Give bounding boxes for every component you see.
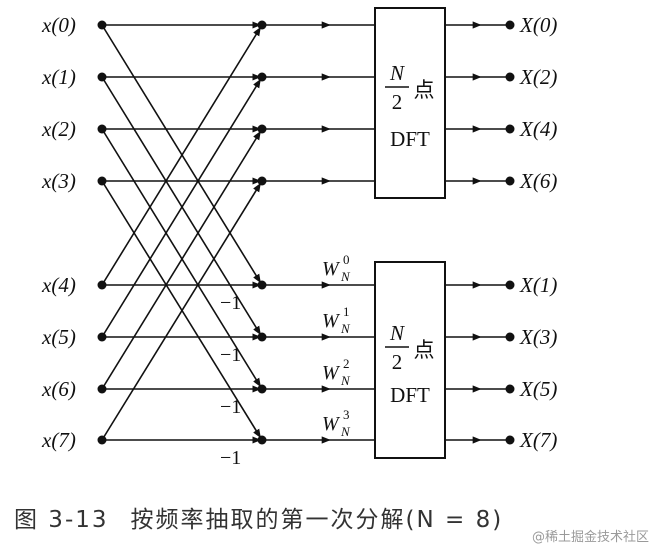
output-node-4 [505, 280, 515, 290]
output-node-0 [505, 20, 515, 30]
dft-block-bottom [374, 261, 446, 459]
output-node-3 [505, 176, 515, 186]
mid-node-0 [257, 20, 267, 30]
minus-one-label-1: −1 [220, 344, 241, 366]
output-label-4: X(1) [519, 273, 557, 297]
diagram-labels: x(0) x(1) x(2) x(3) x(4) x(5) x(6) x(7) X(0) X(2)… [41, 13, 557, 469]
input-label-7: x(7) [41, 428, 76, 452]
svg-text:1: 1 [343, 304, 350, 319]
mid-node-2 [257, 124, 267, 134]
mid-node-4 [257, 280, 267, 290]
dft-bottom-unit: 点 [414, 338, 435, 362]
dft-bottom-denominator: 2 [392, 350, 403, 374]
svg-text:W: W [322, 258, 341, 280]
dft-bottom-numerator: N [389, 321, 405, 345]
input-node-6 [97, 384, 107, 394]
mid-node-3 [257, 176, 267, 186]
mid-node-6 [257, 384, 267, 394]
figure-caption: 图 3-13 按频率抽取的第一次分解(N = 8) [14, 500, 503, 534]
input-label-1: x(1) [41, 65, 76, 89]
svg-text:3: 3 [343, 407, 350, 422]
input-node-4 [97, 280, 107, 290]
input-label-0: x(0) [41, 13, 76, 37]
watermark: @稀土掘金技术社区 [531, 530, 649, 545]
svg-text:N: N [340, 373, 351, 388]
output-label-6: X(5) [519, 377, 557, 401]
input-node-0 [97, 20, 107, 30]
dft-top-unit: 点 [414, 78, 435, 102]
cross-line-7-3 [101, 180, 263, 441]
dft-top-name: DFT [390, 127, 430, 151]
signal-nodes [97, 20, 515, 445]
input-label-4: x(4) [41, 273, 76, 297]
input-node-5 [97, 332, 107, 342]
mid-node-5 [257, 332, 267, 342]
input-node-3 [97, 176, 107, 186]
input-label-5: x(5) [41, 325, 76, 349]
output-label-5: X(3) [519, 325, 557, 349]
dft-bottom-name: DFT [390, 383, 430, 407]
output-node-5 [505, 332, 515, 342]
dft-top-numerator: N [389, 61, 405, 85]
output-node-6 [505, 384, 515, 394]
svg-text:0: 0 [343, 252, 350, 267]
cross-line-4-0 [101, 24, 263, 286]
output-node-7 [505, 435, 515, 445]
output-node-1 [505, 72, 515, 82]
minus-one-label-3: −1 [220, 447, 241, 469]
input-node-2 [97, 124, 107, 134]
figure-title: 按频率抽取的第一次分解(N = 8) [130, 507, 504, 533]
mid-node-1 [257, 72, 267, 82]
output-label-7: X(7) [519, 428, 557, 452]
mid-node-7 [257, 435, 267, 445]
dft-block-top [374, 7, 446, 199]
cross-line-6-2 [101, 128, 263, 390]
input-label-6: x(6) [41, 377, 76, 401]
svg-text:2: 2 [343, 356, 350, 371]
signal-lines [101, 21, 510, 444]
cross-line-5-1 [101, 76, 263, 338]
svg-text:N: N [340, 424, 351, 439]
output-label-1: X(2) [519, 65, 557, 89]
svg-text:W: W [322, 413, 341, 435]
minus-one-label-0: −1 [220, 292, 241, 314]
svg-text:W: W [322, 310, 341, 332]
output-node-2 [505, 124, 515, 134]
dft-top-denominator: 2 [392, 90, 403, 114]
output-label-3: X(6) [519, 169, 557, 193]
figure-number: 图 3-13 [14, 507, 109, 533]
svg-text:N: N [340, 269, 351, 284]
input-node-7 [97, 435, 107, 445]
minus-one-label-2: −1 [220, 396, 241, 418]
svg-text:N: N [340, 321, 351, 336]
svg-text:W: W [322, 362, 341, 384]
input-label-3: x(3) [41, 169, 76, 193]
input-node-1 [97, 72, 107, 82]
output-label-0: X(0) [519, 13, 557, 37]
output-label-2: X(4) [519, 117, 557, 141]
input-label-2: x(2) [41, 117, 76, 141]
